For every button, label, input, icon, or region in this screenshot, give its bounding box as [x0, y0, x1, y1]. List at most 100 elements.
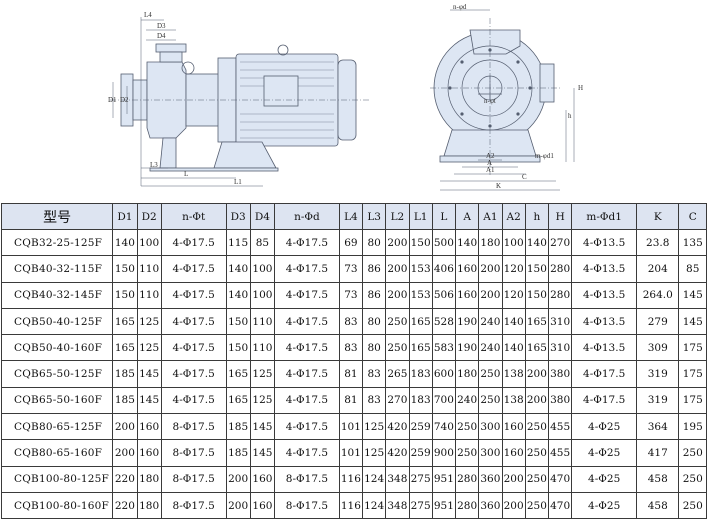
- table-cell: 175: [678, 386, 707, 415]
- table-cell: 4-Φ17.5: [274, 307, 340, 336]
- table-cell: 951: [431, 465, 457, 493]
- table-cell: 380: [548, 360, 573, 388]
- table-cell: 250: [524, 465, 550, 493]
- dim-label-n-phi-t: n-φt: [484, 97, 496, 105]
- table-cell: 280: [548, 255, 573, 283]
- table-cell: 200: [225, 491, 251, 519]
- table-cell: 528: [431, 307, 457, 336]
- table-cell: 420: [385, 439, 410, 467]
- table-cell: 145: [249, 439, 276, 467]
- table-cell: 275: [408, 465, 433, 493]
- table-cell: 140: [501, 334, 526, 362]
- table-cell: 250: [678, 491, 707, 519]
- table-cell: 115: [225, 228, 251, 257]
- table-cell: 4-Φ17.5: [160, 228, 227, 257]
- table-cell: 101: [338, 413, 364, 441]
- table-cell: 458: [636, 465, 680, 493]
- table-cell: 86: [362, 281, 387, 309]
- table-cell: 740: [431, 413, 457, 441]
- table-cell: 150: [524, 255, 550, 283]
- table-cell: 300: [478, 439, 503, 467]
- table-cell: 175: [678, 334, 707, 362]
- table-cell: 175: [678, 360, 707, 388]
- model-cell: CQB32-25-125F: [0, 228, 114, 257]
- dim-label-L4: L4: [144, 11, 152, 19]
- column-header: C: [678, 203, 707, 230]
- table-cell: 4-Φ17.5: [160, 255, 227, 283]
- table-cell: 200: [385, 228, 410, 257]
- column-header: D1: [112, 203, 138, 230]
- table-cell: 250: [524, 491, 550, 519]
- table-cell: 150: [225, 307, 251, 336]
- table-cell: 120: [501, 255, 526, 283]
- table-cell: 125: [249, 386, 276, 415]
- table-cell: 4-Φ17.5: [160, 386, 227, 415]
- dim-label-L: L: [184, 170, 188, 178]
- dim-label-K: K: [496, 182, 501, 190]
- table-cell: 4-Φ17.5: [160, 307, 227, 336]
- table-cell: 180: [455, 360, 480, 388]
- base-line: [149, 167, 279, 172]
- table-cell: 145: [249, 413, 276, 441]
- table-cell: 125: [249, 360, 276, 388]
- table-cell: 4-Φ25: [571, 439, 638, 467]
- column-header: H: [548, 203, 573, 230]
- model-cell: CQB40-32-145F: [0, 281, 114, 309]
- table-cell: 80: [362, 307, 387, 336]
- model-cell: CQB50-40-125F: [0, 307, 114, 336]
- table-cell: 150: [408, 228, 433, 257]
- table-cell: 250: [455, 439, 480, 467]
- table-cell: 265: [385, 360, 410, 388]
- table-cell: 8-Φ17.5: [274, 491, 340, 519]
- column-header: n-Φt: [160, 203, 227, 230]
- table-cell: 417: [636, 439, 680, 467]
- table-cell: 8-Φ17.5: [274, 465, 340, 493]
- table-cell: 120: [501, 281, 526, 309]
- dim-label-n-phi-d: n-φd: [453, 3, 467, 11]
- table-cell: 140: [112, 228, 138, 257]
- table-cell: 73: [338, 255, 364, 283]
- table-cell: 360: [478, 465, 503, 493]
- table-cell: 190: [455, 307, 480, 336]
- table-cell: 165: [524, 334, 550, 362]
- table-cell: 4-Φ17.5: [274, 413, 340, 441]
- front-terminal-box: [539, 63, 555, 103]
- table-cell: 348: [385, 491, 410, 519]
- table-cell: 364: [636, 413, 680, 441]
- table-cell: 200: [385, 255, 410, 283]
- table-cell: 183: [408, 360, 433, 388]
- table-cell: 110: [136, 281, 162, 309]
- column-header: A: [455, 203, 480, 230]
- table-cell: 73: [338, 281, 364, 309]
- table-cell: 8-Φ17.5: [160, 413, 227, 441]
- table-cell: 185: [112, 386, 138, 415]
- table-cell: 470: [548, 491, 573, 519]
- front-support: [159, 137, 177, 169]
- outlet-flange: [155, 43, 187, 53]
- model-cell: CQB100-80-125F: [0, 465, 114, 493]
- model-cell: CQB65-50-160F: [0, 386, 114, 415]
- table-cell: 185: [112, 360, 138, 388]
- table-cell: 110: [136, 255, 162, 283]
- lifting-eye: [181, 61, 195, 75]
- table-cell: 185: [225, 413, 251, 441]
- table-cell: 240: [455, 386, 480, 415]
- table-cell: 145: [678, 307, 707, 336]
- dim-label-D2: D2: [120, 96, 129, 104]
- table-cell: 4-Φ17.5: [274, 439, 340, 467]
- dim-label-h: h: [568, 112, 572, 120]
- table-cell: 4-Φ25: [571, 491, 638, 519]
- table-cell: 250: [385, 334, 410, 362]
- table-cell: 125: [136, 307, 162, 336]
- table-cell: 4-Φ17.5: [160, 334, 227, 362]
- table-cell: 140: [455, 228, 480, 257]
- table-cell: 160: [136, 413, 162, 441]
- table-cell: 110: [249, 334, 276, 362]
- dim-label-D1: D1: [108, 96, 117, 104]
